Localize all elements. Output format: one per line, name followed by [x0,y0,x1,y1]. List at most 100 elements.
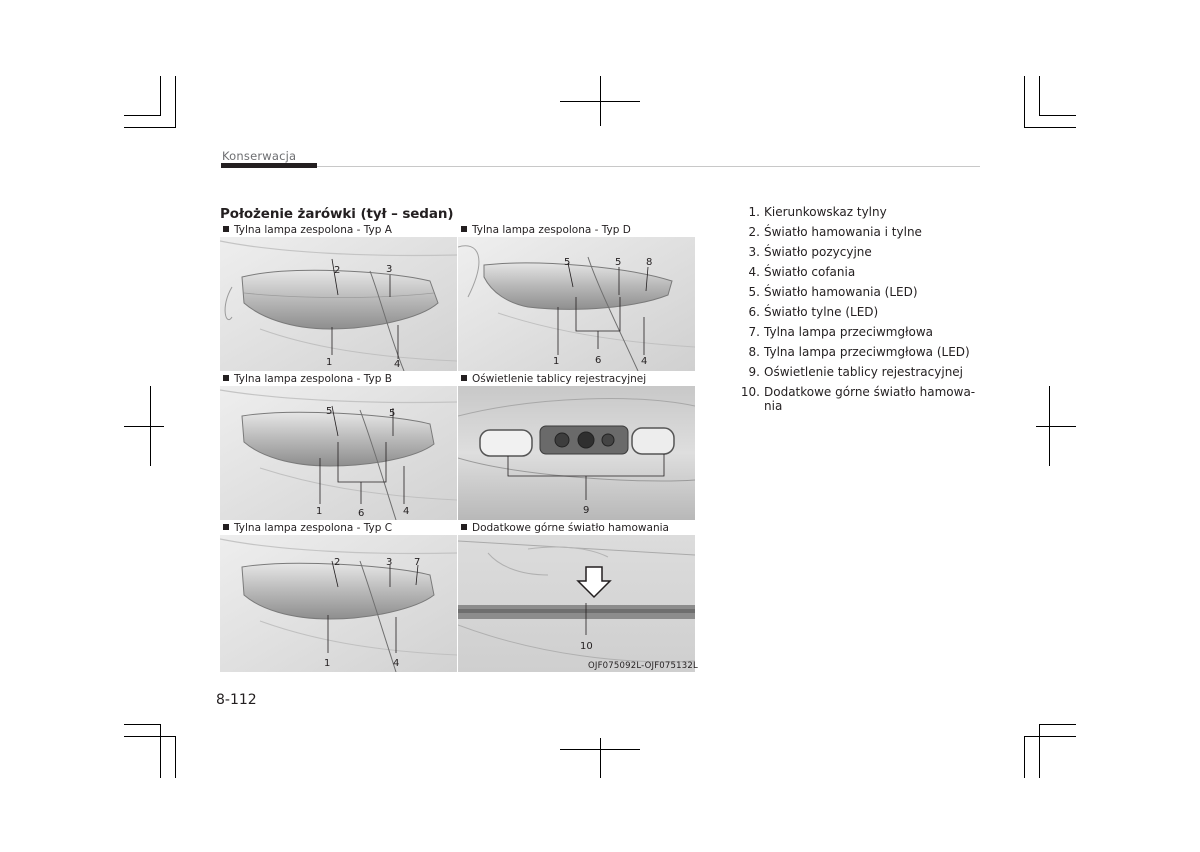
legend-number: 4. [748,265,760,279]
callout-number: 6 [358,508,364,519]
callout-number: 4 [393,658,399,669]
panel-heading: Tylna lampa zespolona - Typ D [458,223,695,237]
section-bar [221,163,317,168]
crop-mark [124,724,161,725]
crop-mark [600,738,601,778]
panel-title: Tylna lampa zespolona - Typ D [472,224,631,236]
crop-mark [124,426,164,427]
crop-mark [1024,736,1025,778]
panel-title: Tylna lampa zespolona - Typ B [234,373,392,385]
legend-item: 9. Oświetlenie tablicy rejestracyjnej [740,362,985,382]
callout-number: 1 [326,357,332,368]
square-bullet-icon [461,226,467,232]
legend-text: Tylna lampa przeciwmgłowa (LED) [764,345,970,359]
callout-number: 3 [386,264,392,275]
crop-mark [1039,115,1076,116]
panel-heading: Dodatkowe górne światło hamowania [458,521,695,535]
legend-number: 8. [748,345,760,359]
crop-mark [124,115,161,116]
taillight-illustration: 2 3 1 4 [220,237,457,371]
crop-mark [560,101,640,102]
callout-number: 5 [615,257,621,268]
callout-number: 3 [386,557,392,568]
figure-panel-type-d: Tylna lampa zespolona - Typ D 5 5 8 1 6 … [458,223,695,371]
callout-number: 6 [595,355,601,366]
legend-text: Światło hamowania (LED) [764,285,918,299]
crop-mark [175,76,176,128]
page-title: Położenie żarówki (tył – sedan) [220,206,454,222]
crop-mark [1024,76,1025,128]
brake-light-illustration: 10 [458,535,695,672]
callout-number: 2 [334,265,340,276]
square-bullet-icon [461,375,467,381]
legend-number: 5. [748,285,760,299]
legend-number: 6. [748,305,760,319]
legend-number: 3. [748,245,760,259]
callout-number: 5 [326,406,332,417]
panel-title: Tylna lampa zespolona - Typ A [234,224,392,236]
crop-mark [1024,736,1076,737]
callout-number: 2 [334,557,340,568]
legend-number: 2. [748,225,760,239]
crop-mark [560,749,640,750]
legend-item: 7. Tylna lampa przeciwmgłowa [740,322,985,342]
callout-number: 10 [580,641,593,652]
crop-mark [160,724,161,778]
legend-item: 8. Tylna lampa przeciwmgłowa (LED) [740,342,985,362]
legend-text: Światło pozycyjne [764,245,872,259]
figure-panel-type-b: Tylna lampa zespolona - Typ B 5 5 1 6 4 [220,372,457,520]
legend-text: Dodatkowe górne światło hamowa-nia [764,385,976,413]
square-bullet-icon [223,375,229,381]
figure-panel-type-a: Tylna lampa zespolona - Typ A 2 3 1 4 [220,223,457,371]
figure-panel-type-c: Tylna lampa zespolona - Typ C 2 3 7 1 4 [220,521,457,672]
legend-number: 7. [748,325,760,339]
legend-text: Światło cofania [764,265,856,279]
legend-item: 1. Kierunkowskaz tylny [740,202,985,222]
crop-mark [1039,724,1040,778]
taillight-illustration: 5 5 8 1 6 4 [458,237,695,371]
square-bullet-icon [223,524,229,530]
legend-text: Tylna lampa przeciwmgłowa [764,325,934,339]
figure-panel-license-plate-light: Oświetlenie tablicy rejestracyjnej 9 [458,372,695,520]
callout-number: 5 [564,257,570,268]
legend-number: 10. [740,385,760,399]
callout-number: 4 [641,356,647,367]
legend-number: 9. [748,365,760,379]
legend-number: 1. [748,205,760,219]
legend-item: 2. Światło hamowania i tylne [740,222,985,242]
callout-number: 7 [414,557,420,568]
callout-number: 5 [389,408,395,419]
legend-item: 3. Światło pozycyjne [740,242,985,262]
legend-item: 10. Dodatkowe górne światło hamowa-nia [740,382,985,413]
legend-item: 6. Światło tylne (LED) [740,302,985,322]
page-number: 8-112 [216,692,257,708]
legend-text: Kierunkowskaz tylny [764,205,887,219]
callout-number: 1 [324,658,330,669]
panel-heading: Oświetlenie tablicy rejestracyjnej [458,372,695,386]
panel-title: Dodatkowe górne światło hamowania [472,522,669,534]
crop-mark [1039,724,1076,725]
legend-text: Światło tylne (LED) [764,305,879,319]
panel-heading: Tylna lampa zespolona - Typ B [220,372,457,386]
callout-number: 8 [646,257,652,268]
callout-number: 9 [583,505,589,516]
legend-text: Oświetlenie tablicy rejestracyjnej [764,365,964,379]
crop-mark [124,736,176,737]
callout-number: 1 [553,356,559,367]
legend-text: Światło hamowania i tylne [764,225,922,239]
legend-item: 4. Światło cofania [740,262,985,282]
section-rule [317,166,980,167]
legend-item: 5. Światło hamowania (LED) [740,282,985,302]
crop-mark [175,736,176,778]
crop-mark [1039,76,1040,116]
crop-mark [124,127,176,128]
taillight-illustration: 2 3 7 1 4 [220,535,457,672]
square-bullet-icon [461,524,467,530]
panel-title: Tylna lampa zespolona - Typ C [234,522,393,534]
panel-title: Oświetlenie tablicy rejestracyjnej [472,373,647,385]
crop-mark [1024,127,1076,128]
square-bullet-icon [223,226,229,232]
panel-heading: Tylna lampa zespolona - Typ C [220,521,457,535]
taillight-illustration: 5 5 1 6 4 [220,386,457,520]
section-label: Konserwacja [222,149,297,163]
